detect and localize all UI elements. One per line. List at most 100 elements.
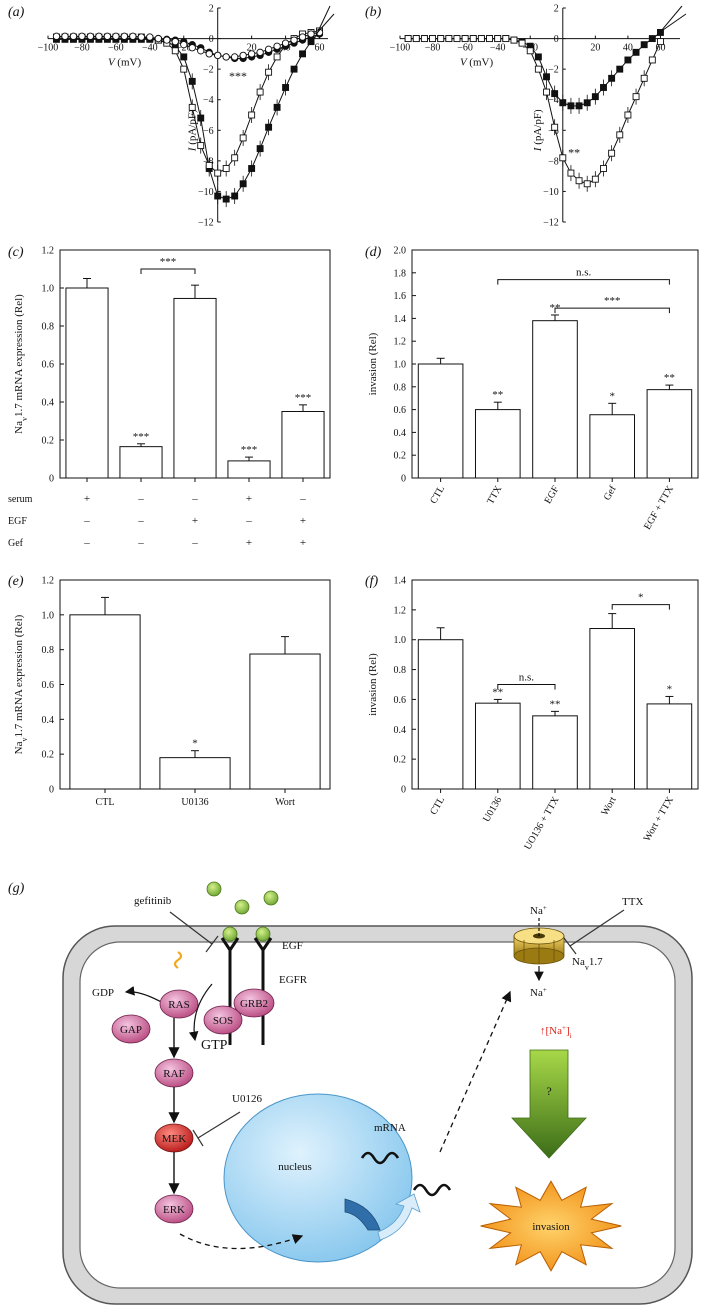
y-axis-label: I (pA/pF) xyxy=(187,109,199,152)
y-tick-label: 1.6 xyxy=(394,291,407,302)
data-point xyxy=(657,38,664,46)
gtp-arrow xyxy=(188,983,213,1042)
data-point xyxy=(640,74,648,82)
data-point xyxy=(197,47,205,55)
y-axis-label: invasion (Rel) xyxy=(367,332,379,395)
na-intracellular-label: ↑[Na+]i xyxy=(540,1024,572,1040)
data-point xyxy=(299,50,306,58)
grb2-protein xyxy=(233,988,275,1018)
y-tick-label: 0 xyxy=(49,474,54,485)
x-tick-label: TTX xyxy=(485,483,505,506)
significance-label: *** xyxy=(295,392,312,404)
bar xyxy=(159,757,231,790)
condition-sign: – xyxy=(83,537,90,549)
y-tick-label: 1.2 xyxy=(394,605,407,616)
data-point xyxy=(256,88,264,96)
data-point xyxy=(146,33,154,41)
na-in-label: Na+ xyxy=(530,986,547,999)
y-tick-label: 0.6 xyxy=(42,360,55,371)
condition-sign: – xyxy=(137,515,144,527)
significance-label: ** xyxy=(550,698,561,710)
data-point xyxy=(307,30,315,38)
bracket-label: * xyxy=(638,592,644,604)
egfr-label: EGFR xyxy=(279,974,308,986)
data-point xyxy=(205,50,213,58)
bar xyxy=(474,409,521,479)
data-point xyxy=(551,90,559,98)
x-tick-label: −40 xyxy=(142,43,158,54)
data-point xyxy=(163,36,171,44)
significance-label: * xyxy=(609,390,615,402)
data-point xyxy=(477,35,485,43)
data-point xyxy=(95,32,103,40)
y-axis-label: Nav1.7 mRNA expression (Rel) xyxy=(13,614,29,754)
data-point xyxy=(420,35,428,43)
bar xyxy=(249,653,321,790)
ttx-inhibit-line xyxy=(563,909,625,955)
gefitinib-label: gefitinib xyxy=(134,895,172,907)
data-point xyxy=(591,93,599,101)
data-point xyxy=(616,65,624,73)
significance-bracket xyxy=(497,279,670,285)
data-point xyxy=(624,56,632,64)
y-tick-label: 0.2 xyxy=(394,755,407,766)
panel-label-b: (b) xyxy=(365,5,382,20)
data-point xyxy=(205,161,213,169)
significance-label: ** xyxy=(492,389,503,401)
data-point xyxy=(273,53,281,61)
data-point xyxy=(559,99,567,107)
x-tick-label: −100 xyxy=(38,43,59,54)
data-point xyxy=(129,32,137,40)
gap-label: GAP xyxy=(120,1024,142,1036)
y-tick-label: 0.4 xyxy=(394,428,407,439)
y-tick-label: 1.0 xyxy=(42,610,55,621)
bracket-label: n.s. xyxy=(576,267,592,279)
y-tick-label: 0.6 xyxy=(394,695,407,706)
bar xyxy=(646,703,693,790)
data-point xyxy=(265,68,273,76)
data-point xyxy=(248,165,256,172)
significance-label: * xyxy=(192,738,198,750)
bar xyxy=(281,411,325,479)
data-point xyxy=(52,32,61,40)
data-point xyxy=(112,32,120,40)
y-tick-label: 1.0 xyxy=(394,635,407,646)
data-point xyxy=(567,102,575,110)
data-point xyxy=(69,32,78,40)
data-point xyxy=(120,32,129,40)
data-point xyxy=(486,35,493,43)
y-tick-label: −4 xyxy=(548,95,559,106)
data-point xyxy=(575,102,583,110)
y-tick-label: 0.2 xyxy=(42,750,55,761)
y-tick-label: −2 xyxy=(548,65,559,76)
nav17-channel xyxy=(513,927,565,965)
data-point xyxy=(154,34,162,43)
x-tick-label: 20 xyxy=(590,43,600,54)
data-point xyxy=(543,73,550,81)
condition-label: EGF xyxy=(8,516,27,527)
y-tick-label: 0.8 xyxy=(394,382,407,393)
x-tick-label: −80 xyxy=(425,43,441,54)
bar xyxy=(417,639,464,790)
data-point xyxy=(624,111,632,119)
condition-sign: – xyxy=(245,515,252,527)
data-point xyxy=(197,142,205,150)
data-point xyxy=(445,35,453,43)
erk-nucleus-arrow xyxy=(179,1233,304,1250)
sos-protein xyxy=(203,1005,243,1035)
data-point xyxy=(632,48,640,56)
x-tick-label: Wort + TTX xyxy=(642,794,677,843)
y-tick-label: 1.2 xyxy=(42,576,55,587)
condition-sign: – xyxy=(299,493,306,505)
u0126-label: U0126 xyxy=(232,1093,262,1105)
data-point xyxy=(534,53,542,61)
x-tick-label: CTL xyxy=(428,795,447,817)
data-point xyxy=(290,65,298,73)
y-tick-label: 0.4 xyxy=(394,725,407,736)
egf-ligand xyxy=(206,881,222,897)
data-point xyxy=(461,35,469,43)
y-axis-label: Nav1.7 mRNA expression (Rel) xyxy=(13,294,29,434)
mrna-strand xyxy=(412,1183,452,1197)
data-point xyxy=(264,45,273,53)
